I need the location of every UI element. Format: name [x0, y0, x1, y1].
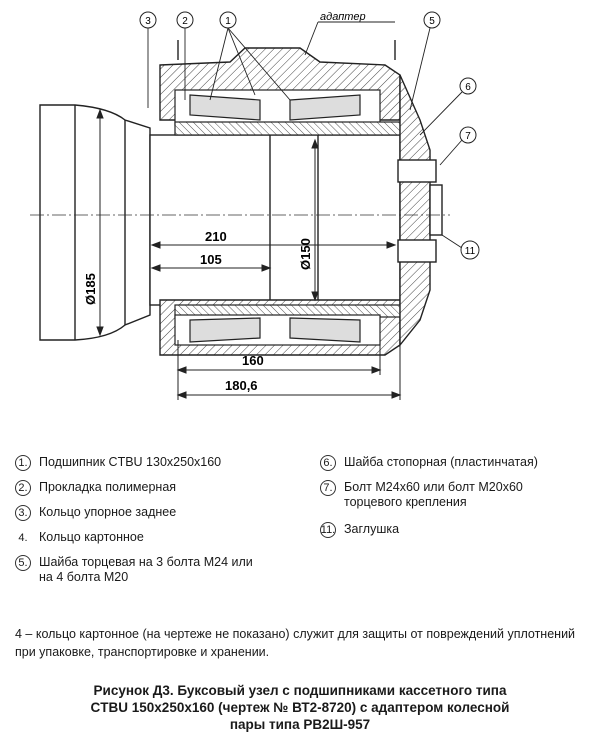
legend-text: Прокладка полимерная [39, 480, 177, 494]
svg-text:7: 7 [465, 131, 471, 142]
caption-line2: CTBU 150x250x160 (чертеж № ВТ2-8720) с а… [90, 700, 510, 715]
legend-number: 2. [15, 480, 31, 496]
legend-item-3: 3. Кольцо упорное заднее [15, 505, 176, 521]
legend-item-4: 4. Кольцо картонное [15, 530, 144, 546]
dim-210: 210 [205, 229, 227, 244]
legend-number: 7. [320, 480, 336, 496]
legend-item-6: 6. Шайба стопорная (пластинчатая) [320, 455, 538, 471]
dim-180-6: 180,6 [225, 378, 258, 393]
callout-7: 7 [459, 126, 477, 144]
axlebox-assembly-drawing: 210 105 Ø150 Ø185 160 180,6 адаптер 3 2 … [30, 11, 480, 400]
legend-text: Кольцо упорное заднее [39, 505, 177, 519]
axle-journal [39, 104, 151, 341]
callout-11: 11 [460, 240, 480, 260]
svg-text:5: 5 [429, 16, 435, 27]
dimension-lines [96, 108, 402, 400]
caption-line1: Рисунок Д3. Буксовый узел с подшипниками… [93, 683, 507, 698]
callout-3: 3 [139, 11, 157, 29]
legend-number: 4. [18, 531, 28, 544]
callout-1: 1 [219, 11, 237, 29]
svg-text:3: 3 [145, 16, 151, 27]
legend-text: Заглушка [344, 522, 400, 536]
legend-item-11: 11. Заглушка [320, 522, 399, 538]
bearing-top [174, 89, 401, 136]
svg-text:6: 6 [465, 82, 471, 93]
legend-text: Шайба торцевая на 3 болта М24 или на 4 б… [39, 555, 253, 585]
legend-item-1: 1. Подшипник CTBU 130x250x160 [15, 455, 221, 471]
legend-item-2: 2. Прокладка полимерная [15, 480, 176, 496]
legend-text: Кольцо картонное [39, 530, 144, 544]
svg-text:2: 2 [182, 16, 188, 27]
legend-number: 5. [15, 555, 31, 571]
legend-text-line2: торцевого крепления [344, 495, 467, 509]
legend-number: 3. [15, 505, 31, 521]
legend-number: 6. [320, 455, 336, 471]
dim-160: 160 [242, 353, 264, 368]
legend-text: Шайба стопорная (пластинчатая) [344, 455, 538, 469]
end-washer [397, 74, 443, 347]
svg-text:11: 11 [465, 246, 476, 257]
legend-item-7: 7. Болт М24x60 или болт М20x60 торцевого… [320, 480, 523, 510]
figure-caption: Рисунок Д3. Буксовый узел с подшипниками… [40, 682, 560, 733]
bearing-bottom [174, 304, 401, 346]
legend-item-5: 5. Шайба торцевая на 3 болта М24 или на … [15, 555, 253, 585]
callout-2: 2 [176, 11, 194, 29]
callout-5: 5 [423, 11, 441, 29]
legend-text: Болт М24x60 или болт М20x60 торцевого кр… [344, 480, 523, 510]
legend-number: 11. [320, 522, 336, 538]
legend-text-line1: Болт М24x60 или болт М20x60 [344, 480, 523, 494]
dim-d185: Ø185 [83, 273, 98, 305]
dim-d150: Ø150 [298, 238, 313, 270]
adapter-label: адаптер [320, 11, 366, 23]
legend-text: Подшипник CTBU 130x250x160 [39, 455, 222, 469]
caption-line3: пары типа РВ2Ш-957 [229, 717, 371, 732]
legend-number: 1. [15, 455, 31, 471]
note-paragraph: 4 – кольцо картонное (на чертеже не пока… [15, 627, 576, 659]
legend-text-line1: Шайба торцевая на 3 болта М24 или [39, 555, 253, 569]
legend-text-line2: на 4 болта М20 [39, 570, 129, 584]
axle-shaft [149, 134, 401, 306]
callout-6: 6 [459, 77, 477, 95]
dim-105: 105 [200, 252, 222, 267]
svg-text:1: 1 [225, 16, 231, 27]
leader-lines [147, 21, 463, 249]
